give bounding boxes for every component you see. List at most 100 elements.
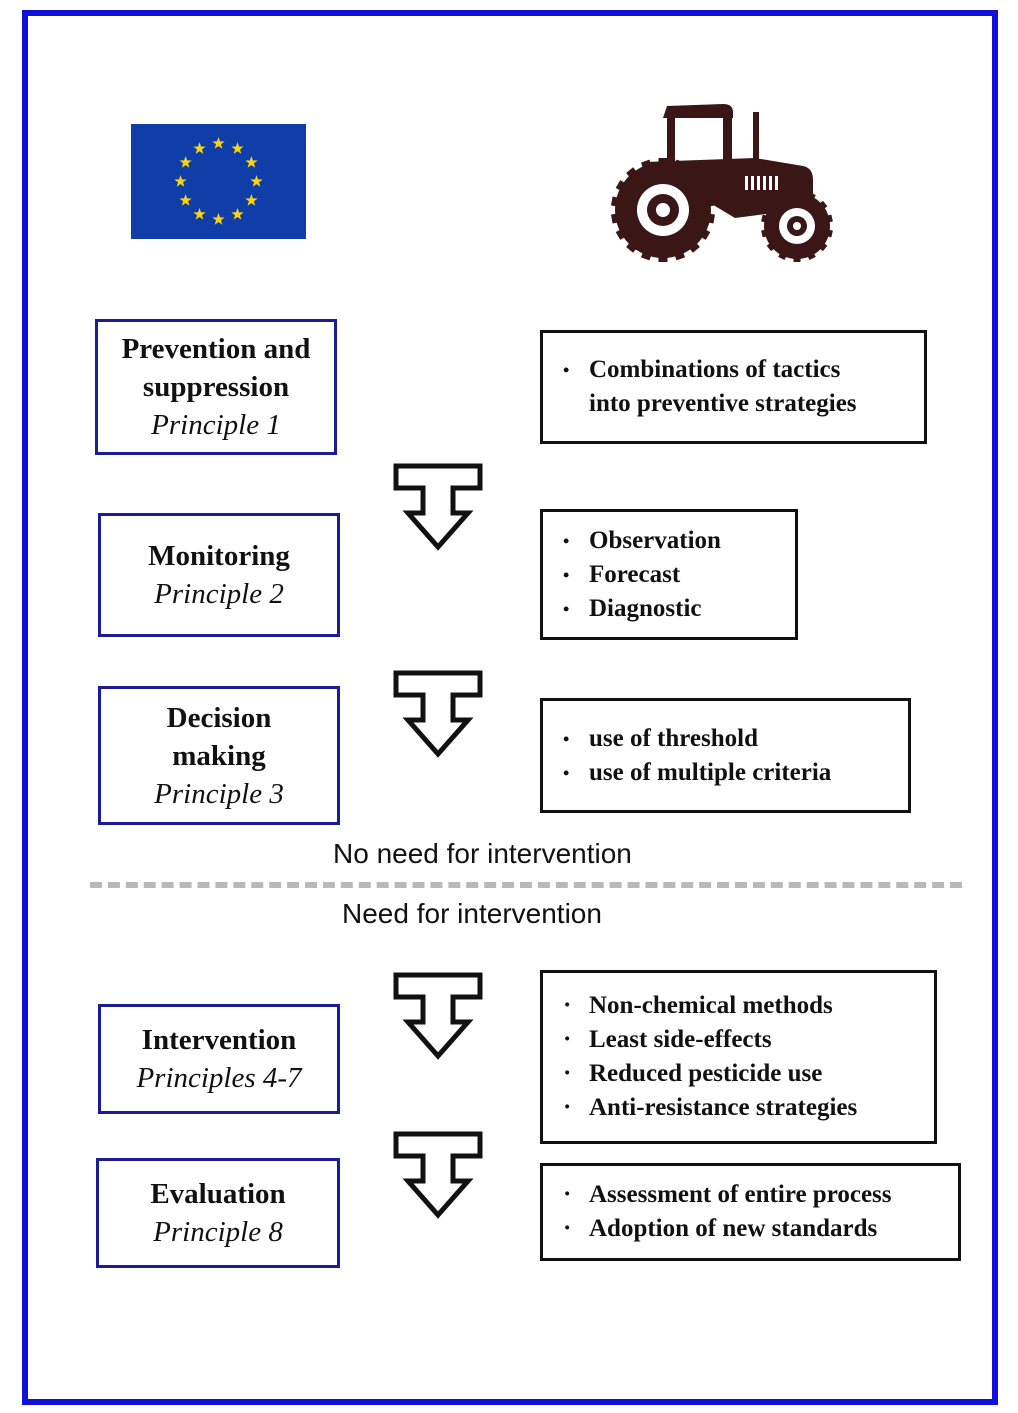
- tyre-tread: [615, 180, 626, 191]
- tyre-tread: [658, 158, 668, 164]
- tyre-tread: [700, 180, 711, 191]
- action-box-monitoring: •Observation •Forecast •Diagnostic: [540, 509, 798, 640]
- tyre-tread: [766, 242, 775, 252]
- tyre-tread: [626, 167, 637, 178]
- action-box-intervention: ·Non-chemical methods ·Least side-effect…: [540, 970, 937, 1144]
- eu-star: [231, 142, 244, 154]
- principle-title: suppression: [142, 371, 290, 403]
- tyre-tread: [707, 213, 715, 224]
- action-box-evaluation: ·Assessment of entire process ·Adoption …: [540, 1163, 961, 1261]
- eu-star: [179, 156, 192, 168]
- tyre-tread: [826, 214, 833, 223]
- tyre-tread: [689, 167, 700, 178]
- tyre-tread: [807, 192, 816, 200]
- tyre-tread: [766, 200, 775, 210]
- bullet: ·: [563, 1026, 572, 1053]
- tyre-tread: [778, 252, 787, 260]
- principle-title: making: [172, 739, 266, 772]
- tyre-tread: [707, 196, 715, 207]
- tyre-tread: [611, 196, 619, 207]
- t-arrow-down-icon: [393, 670, 483, 758]
- bullet: ·: [563, 1060, 572, 1087]
- eu-star: [245, 194, 258, 206]
- tyre-tread: [819, 242, 828, 252]
- eu-star: [174, 175, 187, 187]
- action-item: •Forecast: [563, 558, 781, 592]
- dashed-separator: [90, 882, 962, 888]
- eu-star: [212, 137, 225, 149]
- principle-subtitle: Principles 4-7: [136, 1062, 302, 1094]
- tyre-tread: [793, 257, 801, 262]
- need-intervention-label: Need for intervention: [342, 898, 602, 929]
- action-item: ·Assessment of entire process: [563, 1178, 944, 1212]
- action-item: into preventive strategies: [589, 390, 857, 417]
- principle-subtitle: Principle 8: [153, 1216, 283, 1248]
- eu-star: [179, 194, 192, 206]
- principle-subtitle: Principle 2: [154, 578, 284, 610]
- tyre-tread: [640, 159, 652, 169]
- t-arrow-down-icon: [393, 1131, 483, 1219]
- action-item: •Combinations of tactics: [563, 353, 910, 387]
- action-item: ·Anti-resistance strategies: [563, 1091, 920, 1125]
- eu-star: [193, 207, 206, 220]
- tractor-icon: [611, 104, 833, 262]
- tyre-tread: [761, 214, 768, 223]
- bullet: •: [563, 360, 570, 380]
- action-item: ·Non-chemical methods: [563, 989, 920, 1023]
- eu-star: [231, 207, 244, 220]
- action-item: •use of threshold: [563, 722, 894, 756]
- principle-title: Prevention and: [121, 333, 311, 365]
- bullet: •: [563, 564, 570, 585]
- principle-box-evaluation: Evaluation Principle 8: [96, 1158, 340, 1268]
- bullet: •: [563, 728, 570, 749]
- action-item: •use of multiple criteria: [563, 756, 894, 790]
- bullet: •: [563, 762, 570, 783]
- tyre-tread: [700, 229, 711, 240]
- tyre-tread: [615, 229, 626, 240]
- action-item: ·Least side-effects: [563, 1023, 920, 1057]
- action-item: •Diagnostic: [563, 592, 781, 626]
- principle-title: Decision: [166, 701, 272, 734]
- tyre-tread: [819, 200, 828, 210]
- action-item: ·Adoption of new standards: [563, 1212, 944, 1246]
- principle-subtitle: Principle 1: [151, 409, 281, 441]
- bullet: ·: [563, 1215, 572, 1242]
- principle-box-monitoring: Monitoring Principle 2: [98, 513, 340, 637]
- principle-title: Evaluation: [150, 1178, 286, 1210]
- tyre-tread: [807, 252, 816, 260]
- tyre-tread: [626, 242, 637, 253]
- principle-title: Intervention: [141, 1024, 297, 1056]
- tyre-tread: [674, 251, 686, 261]
- principle-box-decision-making: Decision making Principle 3: [98, 686, 340, 825]
- principle-box-intervention: Intervention Principles 4-7: [98, 1004, 340, 1114]
- tyre-tread: [778, 192, 787, 200]
- action-item: •Observation: [563, 524, 781, 558]
- tyre-tread: [826, 229, 833, 238]
- principle-box-prevention: Prevention and suppression Principle 1: [95, 319, 337, 455]
- no-intervention-label: No need for intervention: [333, 838, 632, 869]
- tyre-tread: [674, 159, 686, 169]
- action-box-decision-making: •use of threshold •use of multiple crite…: [540, 698, 911, 813]
- eu-star: [245, 156, 258, 168]
- bullet: •: [563, 598, 570, 619]
- eu-flag-icon: [131, 124, 306, 239]
- bullet: ·: [563, 1181, 572, 1208]
- eu-star: [250, 175, 263, 187]
- outer-frame: [22, 10, 998, 1405]
- principle-title: Monitoring: [148, 540, 290, 572]
- eu-star: [212, 213, 225, 225]
- tyre-tread: [761, 229, 768, 238]
- tyre-tread: [611, 213, 619, 224]
- principle-subtitle: Principle 3: [154, 777, 284, 810]
- bullet: ·: [563, 1094, 572, 1121]
- bullet: ·: [563, 992, 572, 1019]
- action-item: ·Reduced pesticide use: [563, 1057, 920, 1091]
- tyre-tread: [658, 256, 668, 262]
- t-arrow-down-icon: [393, 972, 483, 1060]
- bullet: •: [563, 530, 570, 551]
- eu-star: [193, 142, 206, 154]
- tyre-tread: [793, 190, 801, 195]
- action-box-prevention: •Combinations of tactics into preventive…: [540, 330, 927, 444]
- tyre-tread: [640, 251, 652, 261]
- tyre-tread: [689, 242, 700, 253]
